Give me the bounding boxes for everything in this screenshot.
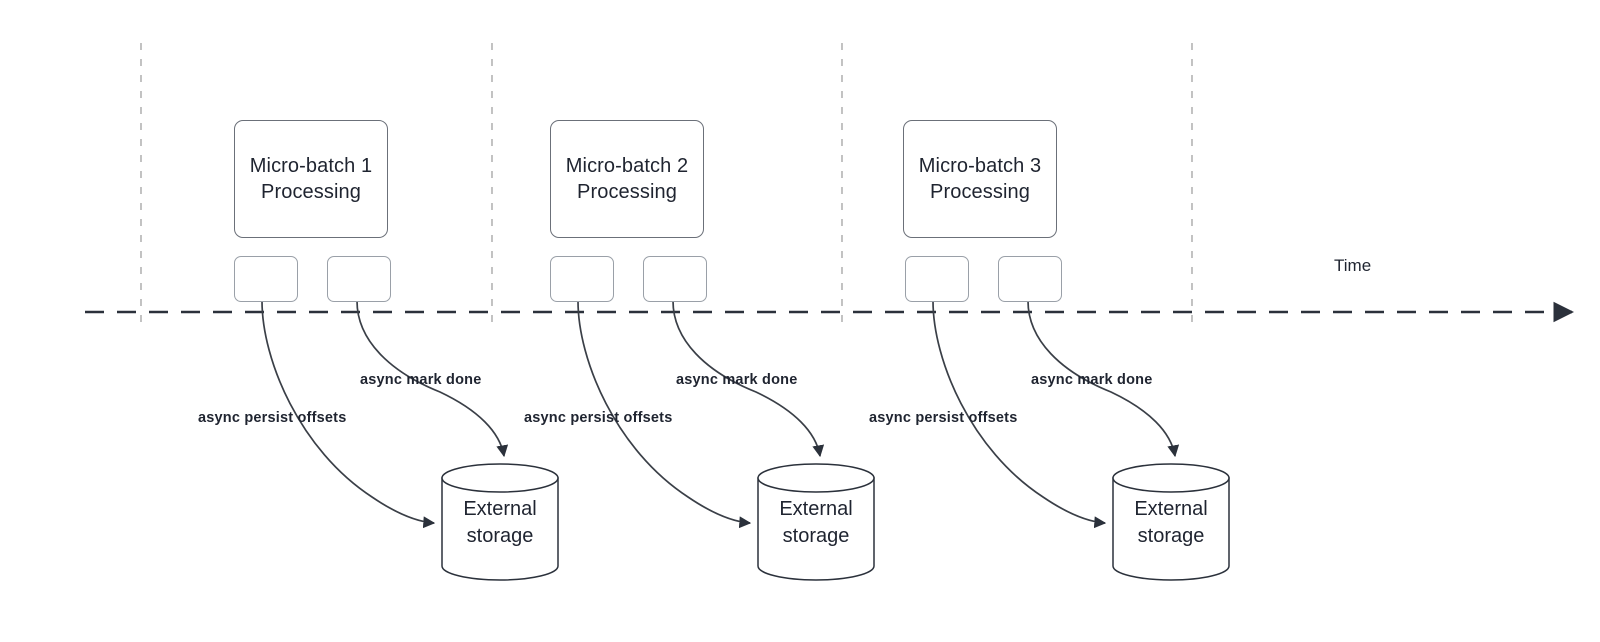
micro-batch-3-processing-box[interactable]: Micro-batch 3 Processing — [903, 120, 1057, 238]
micro-batch-3-label-line2: Processing — [930, 181, 1030, 203]
external-storage-3-label-line2: storage — [1137, 525, 1205, 547]
edge-async-mark-done-1 — [356, 300, 509, 458]
edge-label-async-persist-offsets-3: async persist offsets — [869, 410, 1018, 426]
micro-batch-2-label-line2: Processing — [577, 181, 677, 203]
edge-async-persist-offsets-1 — [261, 300, 436, 529]
external-storage-shape-1 — [441, 463, 559, 581]
micro-batch-1-markdone-tick-box[interactable] — [327, 256, 391, 302]
group-1-edges — [261, 300, 509, 529]
edge-label-async-mark-done-3: async mark done — [1031, 372, 1153, 388]
edge-label-async-persist-offsets-2: async persist offsets — [524, 410, 673, 426]
micro-batch-1-label-line1: Micro-batch 1 — [249, 155, 373, 177]
edge-async-persist-offsets-2 — [577, 300, 752, 529]
external-storage-1-label-line1: External — [463, 498, 537, 520]
external-storage-shape-3 — [1112, 463, 1230, 581]
micro-batch-2-processing-box[interactable]: Micro-batch 2 Processing — [550, 120, 704, 238]
micro-batch-1-label-line2: Processing — [261, 181, 361, 203]
edge-label-async-persist-offsets-1: async persist offsets — [198, 410, 347, 426]
external-storage-1-label-line2: storage — [466, 525, 534, 547]
micro-batch-2-offset-tick-box[interactable] — [550, 256, 614, 302]
micro-batch-2-markdone-tick-box[interactable] — [643, 256, 707, 302]
edge-label-async-mark-done-2: async mark done — [676, 372, 798, 388]
edge-async-persist-offsets-3 — [932, 300, 1107, 529]
external-storage-3[interactable]: External storage — [1113, 496, 1229, 556]
group-3-edges — [932, 300, 1180, 529]
micro-batch-2-label-line1: Micro-batch 2 — [565, 155, 689, 177]
edge-async-mark-done-3 — [1027, 300, 1180, 458]
edge-async-mark-done-2 — [672, 300, 825, 458]
micro-batch-3-offset-tick-box[interactable] — [905, 256, 969, 302]
group-2-edges — [577, 300, 825, 529]
micro-batch-1-processing-box[interactable]: Micro-batch 1 Processing — [234, 120, 388, 238]
external-storage-2[interactable]: External storage — [758, 496, 874, 556]
external-storage-2-label-line1: External — [779, 498, 853, 520]
external-storage-3-label-line1: External — [1134, 498, 1208, 520]
micro-batch-1-offset-tick-box[interactable] — [234, 256, 298, 302]
edge-label-async-mark-done-1: async mark done — [360, 372, 482, 388]
micro-batch-3-markdone-tick-box[interactable] — [998, 256, 1062, 302]
micro-batch-3-label-line1: Micro-batch 3 — [918, 155, 1042, 177]
external-storage-2-label-line2: storage — [782, 525, 850, 547]
external-storage-shape-2 — [757, 463, 875, 581]
external-storage-1[interactable]: External storage — [442, 496, 558, 556]
time-axis-label: Time — [1334, 256, 1372, 275]
